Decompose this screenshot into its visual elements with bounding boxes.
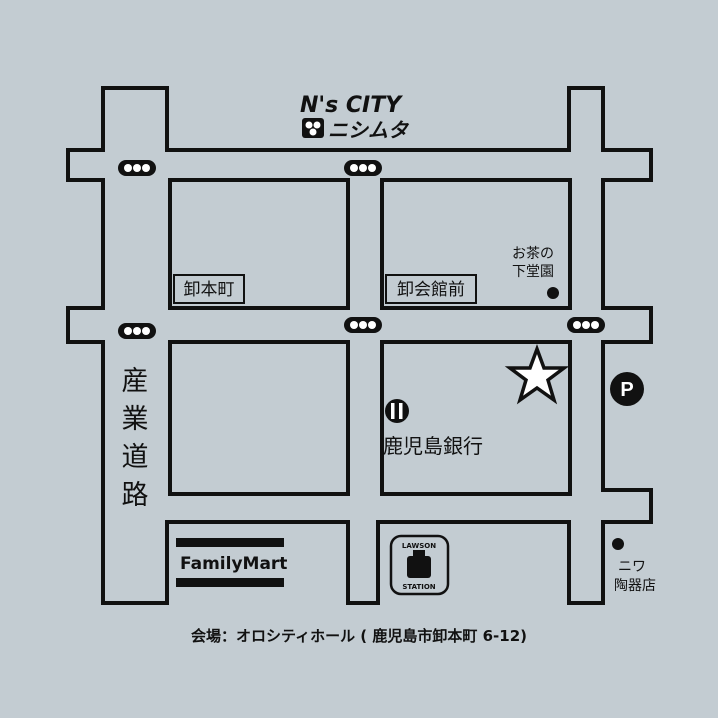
niwa-label-line2: 陶器店 <box>614 578 656 594</box>
logo-brand-line: N's CITY <box>300 93 403 118</box>
venue-address-caption: 会場：オロシティホール ( 鹿児島市卸本町 6-12) <box>191 627 527 645</box>
stop-oroshikaikanmae: 卸会館前 <box>385 274 477 304</box>
stop-oroshikaikanmae-label: 卸会館前 <box>397 280 465 300</box>
traffic-light-icon <box>118 323 156 339</box>
road-name-char-3: 道 <box>122 442 149 473</box>
road-name-vertical: 産 業 道 路 <box>122 366 149 511</box>
location-dot-icon <box>547 287 559 299</box>
stop-oroshihonmachi: 卸本町 <box>173 274 245 304</box>
nishimuta-logo: N's CITY ニシムタ <box>300 93 410 142</box>
familymart-label: FamilyMart <box>180 554 287 574</box>
road-name-char-4: 路 <box>122 480 149 511</box>
niwa-label-line1: ニワ <box>618 559 646 575</box>
parking-letter: P <box>620 379 633 401</box>
ocha-label-line1: お茶の <box>512 246 554 262</box>
block-sw <box>168 340 350 496</box>
lawson-bottom-label: STATION <box>402 583 435 591</box>
location-dot-icon <box>612 538 624 550</box>
stop-oroshihonmachi-label: 卸本町 <box>184 280 235 300</box>
road-name-char-1: 産 <box>122 366 149 397</box>
parking-icon: P <box>610 372 644 406</box>
logo-clover-icon <box>302 118 324 138</box>
familymart-sign: FamilyMart <box>176 538 287 587</box>
traffic-light-icon <box>344 317 382 333</box>
bank-logo-icon <box>385 399 409 423</box>
ocha-label-line2: 下堂園 <box>512 264 554 280</box>
road-name-char-2: 業 <box>122 404 149 435</box>
traffic-light-icon <box>118 160 156 176</box>
lawson-logo-icon: LAWSON STATION <box>389 534 450 596</box>
logo-brand-kana: ニシムタ <box>328 118 410 142</box>
venue-star-icon <box>504 343 570 405</box>
traffic-light-icon <box>344 160 382 176</box>
traffic-light-icon <box>567 317 605 333</box>
lawson-top-label: LAWSON <box>402 542 436 550</box>
bank-label: 鹿児島銀行 <box>383 434 483 458</box>
